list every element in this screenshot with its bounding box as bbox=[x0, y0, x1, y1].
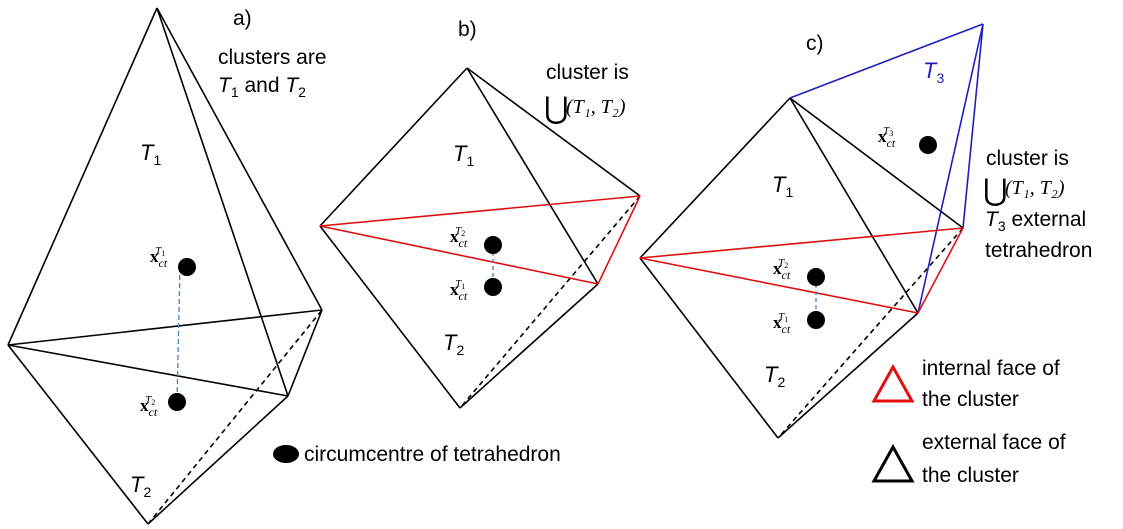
panel-a-caption-line1: clusters are bbox=[218, 46, 327, 69]
label-T2: T2 bbox=[764, 362, 785, 390]
label-xct-T2: xctT2 bbox=[450, 225, 468, 250]
legend-circumcentre-label: circumcentre of tetrahedron bbox=[304, 443, 561, 466]
circumcentre-dot bbox=[178, 258, 196, 276]
edge bbox=[319, 67, 468, 227]
edge bbox=[7, 344, 149, 525]
circumcentre-dot bbox=[484, 236, 502, 254]
label-T3: T3 bbox=[923, 58, 944, 86]
label-xct-T2: xctT2 bbox=[140, 394, 158, 419]
label-xct-T3: xctT3 bbox=[878, 125, 896, 150]
internal-edge bbox=[597, 195, 641, 285]
legend: circumcentre of tetrahedron internal fac… bbox=[273, 357, 1066, 487]
t3-edge bbox=[917, 23, 984, 314]
label-T2: T2 bbox=[443, 330, 464, 358]
legend-external-line2: the cluster bbox=[922, 464, 1019, 487]
label-T1: T1 bbox=[772, 172, 793, 200]
panel-a: a) clusters are T1 and T2 T1 T2 xctT1 xc… bbox=[7, 7, 327, 525]
legend-external-line1: external face of bbox=[922, 431, 1066, 454]
edge bbox=[7, 7, 158, 346]
label-xct-T1: xctT1 bbox=[450, 278, 468, 303]
t3-edge bbox=[789, 23, 984, 99]
label-xct-T2: xctT2 bbox=[773, 257, 791, 282]
panel-a-edges bbox=[7, 7, 323, 525]
internal-edge bbox=[917, 227, 964, 314]
edge bbox=[466, 67, 599, 285]
internal-edge bbox=[639, 227, 964, 259]
edge bbox=[7, 309, 323, 346]
circumcentre-dot bbox=[484, 278, 502, 296]
union-args: (T₁, T₂) bbox=[1005, 177, 1065, 199]
internal-edge bbox=[319, 225, 599, 285]
circumcentre-link bbox=[176, 266, 181, 403]
internal-face-triangle-icon bbox=[871, 363, 915, 403]
internal-edge bbox=[639, 257, 919, 314]
edge bbox=[639, 257, 779, 439]
panel-a-caption-line2: T1 and T2 bbox=[218, 74, 306, 100]
label-xct-T1: xctT1 bbox=[150, 245, 168, 270]
panel-b-internal-face bbox=[319, 195, 641, 285]
circumcentre-dot bbox=[919, 136, 937, 154]
label-xct-T1: xctT1 bbox=[773, 311, 791, 336]
panel-b-letter: b) bbox=[458, 18, 477, 41]
edge bbox=[789, 97, 919, 314]
edge bbox=[777, 312, 919, 439]
circumcentre-dot bbox=[168, 393, 186, 411]
edge bbox=[459, 283, 599, 409]
label-T1: T1 bbox=[140, 140, 161, 168]
edge bbox=[287, 309, 323, 397]
label-T2: T2 bbox=[130, 472, 151, 500]
edge bbox=[147, 395, 289, 525]
hidden-edge bbox=[777, 227, 964, 439]
panel-c-caption-line1: cluster is bbox=[986, 147, 1069, 170]
edge bbox=[319, 225, 461, 409]
panel-c-letter: c) bbox=[806, 32, 824, 55]
circumcentre-legend-icon bbox=[273, 445, 299, 463]
circumcentre-dot bbox=[807, 268, 825, 286]
edge bbox=[789, 97, 964, 229]
edge bbox=[466, 67, 641, 197]
panel-a-letter: a) bbox=[233, 7, 252, 30]
panel-c: c) T3 cluster is ⋃ (T₁, T₂) T3 external … bbox=[639, 23, 1092, 439]
panel-c-external-tet bbox=[789, 23, 984, 314]
panel-b-edges bbox=[319, 67, 641, 409]
panel-c-caption-line4: tetrahedron bbox=[985, 239, 1092, 262]
t3-edge bbox=[962, 23, 984, 229]
panel-c-edges bbox=[639, 97, 964, 439]
union-symbol: ⋃ bbox=[544, 92, 569, 125]
union-symbol: ⋃ bbox=[983, 174, 1008, 207]
label-T1: T1 bbox=[453, 141, 474, 169]
edge bbox=[156, 7, 289, 397]
panel-c-internal-face bbox=[639, 227, 964, 314]
edge bbox=[7, 344, 289, 397]
circumcentre-dot bbox=[807, 311, 825, 329]
legend-internal-line1: internal face of bbox=[922, 357, 1060, 380]
union-args: (T₁, T₂) bbox=[566, 96, 626, 118]
hidden-edge bbox=[459, 195, 641, 409]
edge bbox=[639, 97, 791, 259]
panel-c-caption-line3: T3 external bbox=[985, 208, 1086, 234]
edge bbox=[156, 7, 323, 311]
hidden-edge bbox=[147, 309, 323, 525]
panel-b-caption-line1: cluster is bbox=[546, 61, 629, 84]
panel-b: b) cluster is ⋃ (T₁, T₂) T1 T2 xctT2 xct… bbox=[319, 18, 641, 409]
legend-internal-line2: the cluster bbox=[922, 388, 1019, 411]
external-face-triangle-icon bbox=[871, 443, 915, 483]
internal-edge bbox=[319, 195, 641, 227]
